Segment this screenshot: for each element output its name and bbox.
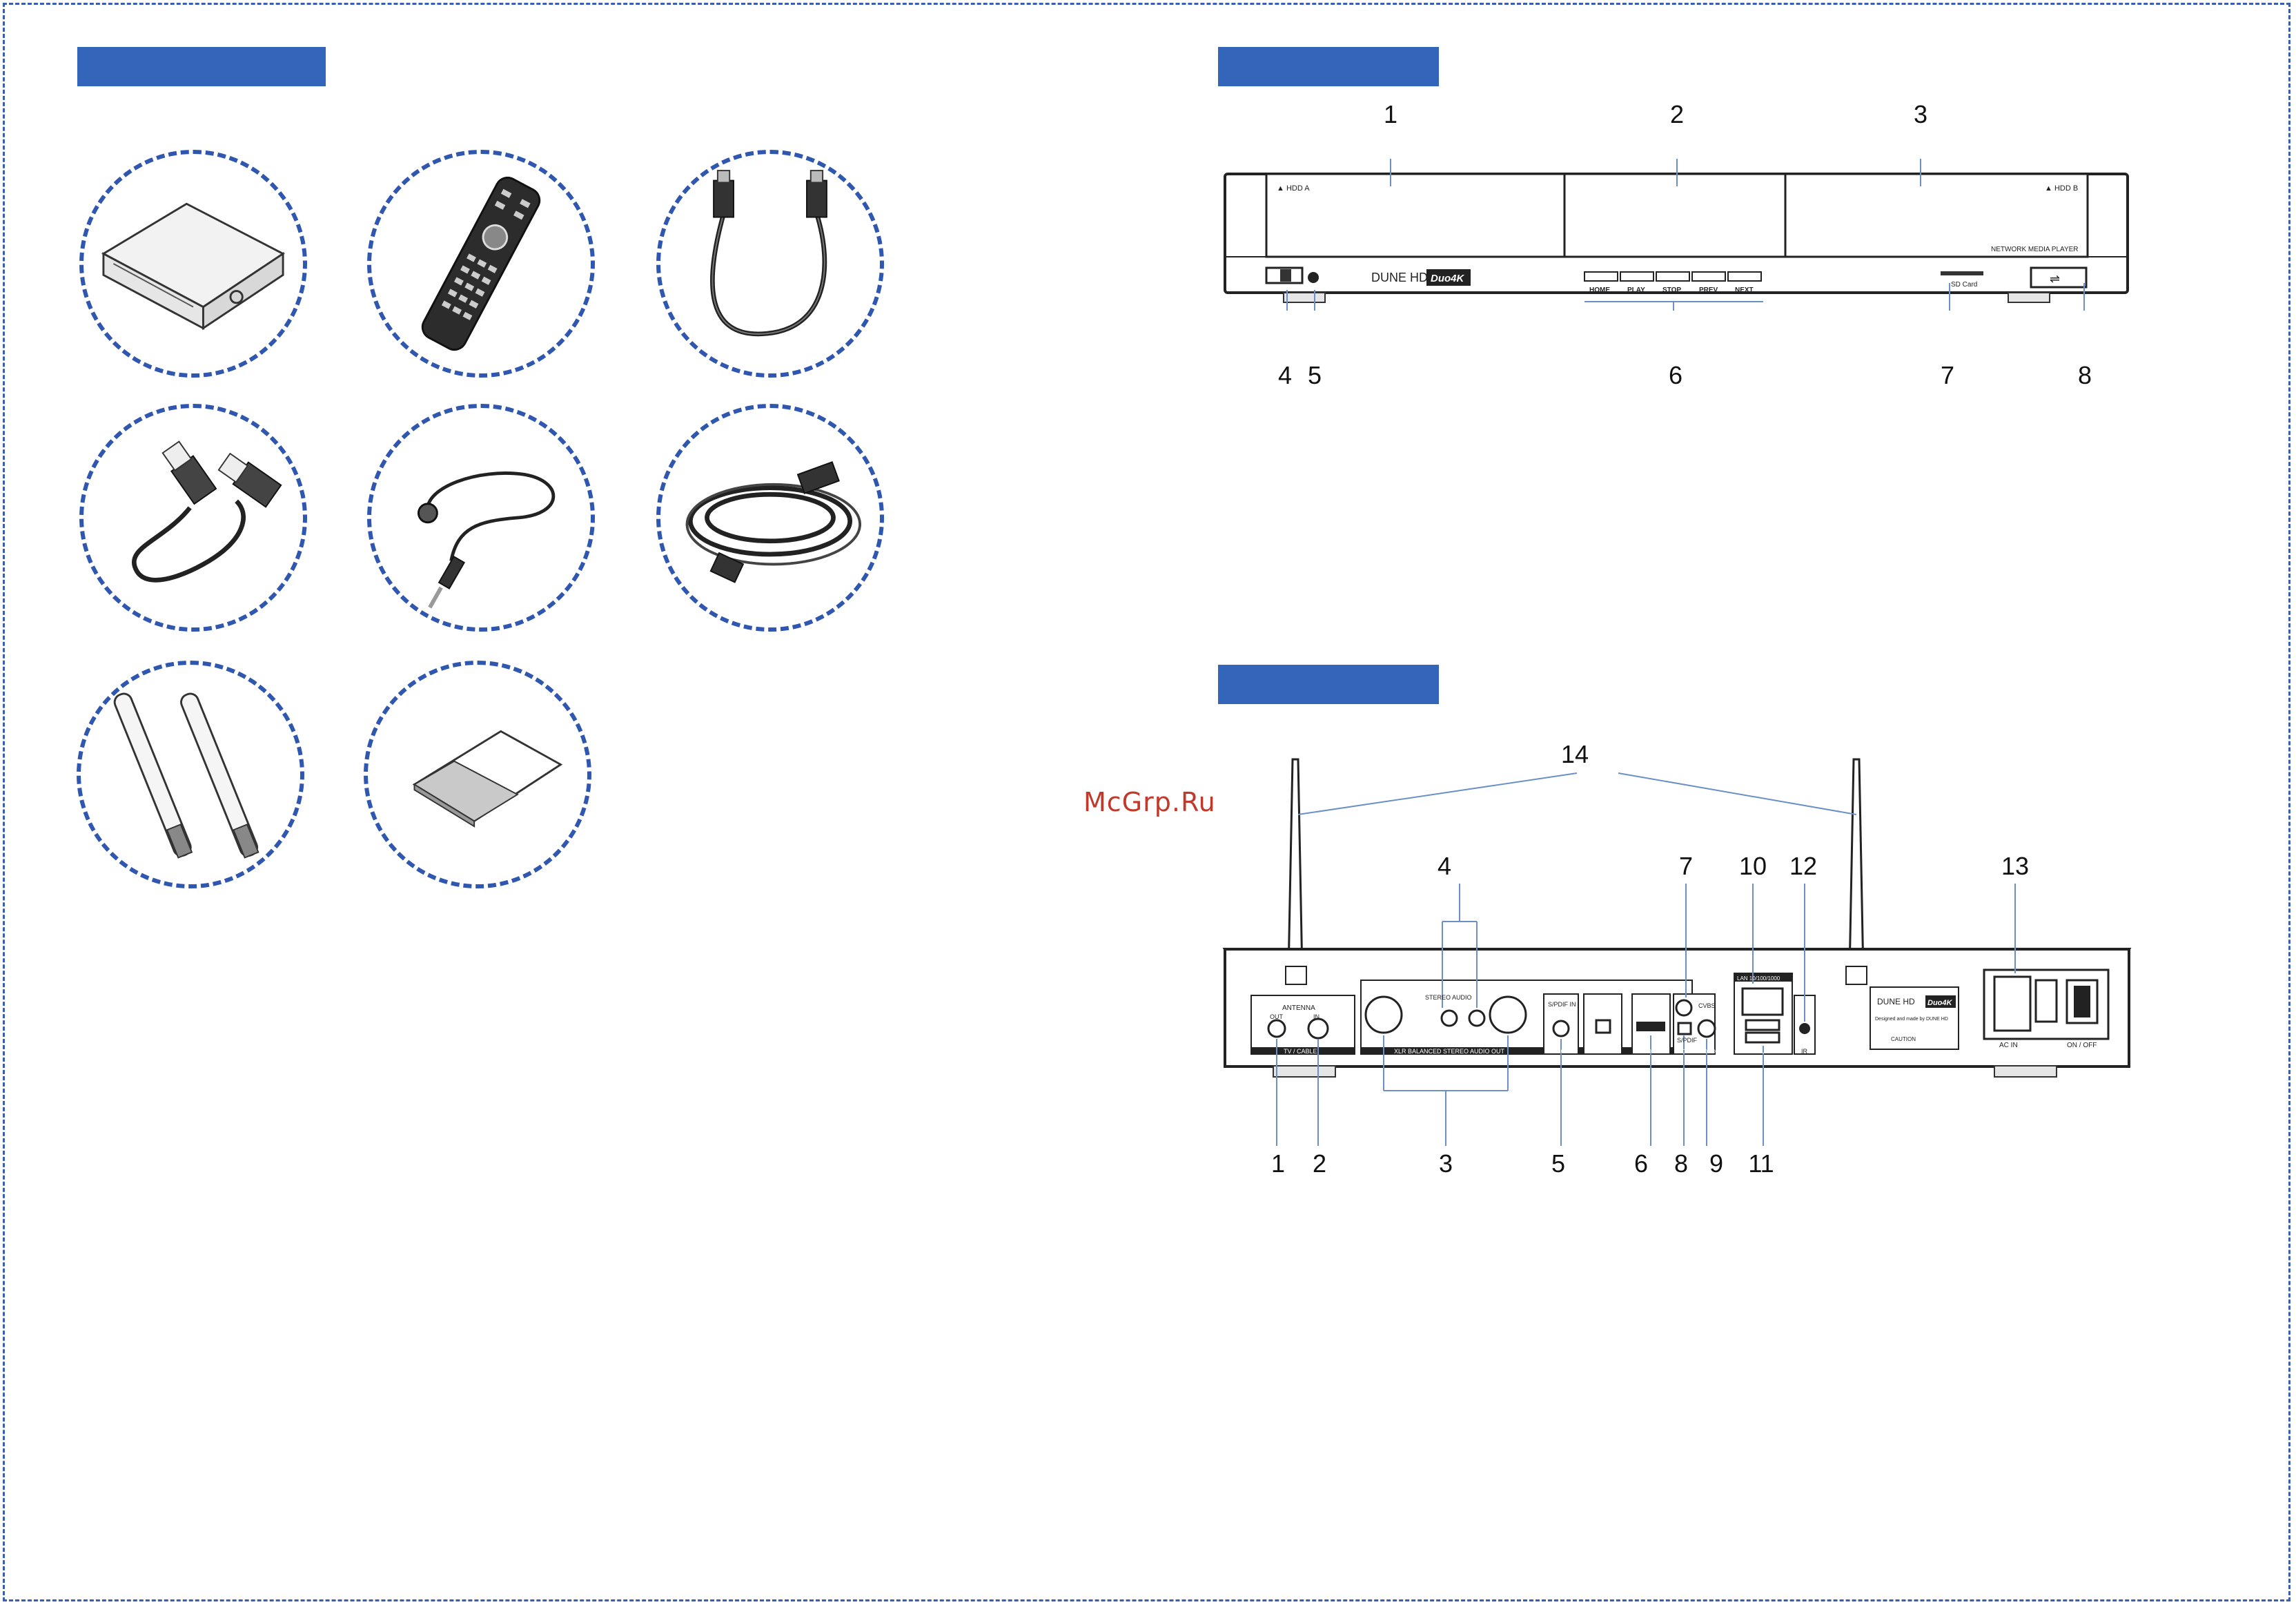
rear-callout-2: 2 [1312, 1149, 1327, 1178]
front-callout-5: 5 [1307, 361, 1322, 389]
ir-extender-cable-icon [417, 471, 556, 609]
front-callout-4: 4 [1277, 361, 1293, 389]
front-button-label-stop: STOP [1662, 286, 1681, 294]
remote-control-icon [421, 176, 541, 351]
front-sd-card-label: SD Card [1951, 281, 1977, 289]
rear-caution-label: CAUTION [1891, 1036, 1916, 1042]
rear-callout-11: 11 [1748, 1149, 1774, 1178]
rear-out-label: OUT [1270, 1013, 1284, 1020]
front-callout-7: 7 [1940, 361, 1955, 389]
rear-callout-3: 3 [1438, 1149, 1453, 1178]
accessory-remote-control [367, 150, 595, 378]
accessory-power-cable [656, 404, 884, 632]
rear-spdif-label: S/PDIF [1677, 1037, 1698, 1044]
accessory-antennas [77, 661, 304, 888]
page-border [3, 3, 2290, 1601]
accessory-ir-extender-cable [367, 404, 595, 632]
front-hdd-a-label: ▲ HDD A [1277, 184, 1310, 193]
rear-usb-label: 2 x USB [1751, 1048, 1774, 1055]
rear-callout-13: 13 [2001, 852, 2030, 880]
accessory-hdmi-cable [656, 150, 884, 378]
front-network-media-player-label: NETWORK MEDIA PLAYER [1991, 246, 2079, 253]
rear-spdif-in-label: S/PDIF IN [1548, 1001, 1576, 1008]
rear-cvbs-label: CVBS [1698, 1002, 1716, 1009]
rear-tv-cable-label: TV / CABLE [1284, 1048, 1317, 1055]
front-hdd-b-label: ▲ HDD B [2045, 184, 2078, 193]
rear-panel-diagram: ANTENNA OUT IN TV / CABLE STEREO AUDIO X… [1222, 758, 2132, 1146]
watermark: McGrp.Ru [1083, 787, 1216, 817]
hdmi-cable-icon [710, 170, 827, 337]
rear-reserved-label: RESERVED [1586, 1048, 1620, 1055]
rear-lan-label: LAN 10/100/1000 [1737, 975, 1780, 982]
accessory-manual [364, 661, 591, 888]
front-button-label-prev: PREV [1699, 286, 1718, 294]
accessory-player-unit [79, 150, 307, 378]
front-brand-label: DUNE HD [1371, 271, 1428, 284]
section-bar-front-panel [1218, 47, 1439, 86]
rear-audio-out-label: AUDIO OUT [1674, 1049, 1705, 1055]
rear-callout-8: 8 [1674, 1149, 1689, 1178]
section-bar-accessories [77, 47, 326, 86]
rear-ir-label: IR [1801, 1048, 1808, 1055]
rear-callout-4: 4 [1437, 852, 1452, 880]
rear-callout-6: 6 [1633, 1149, 1649, 1178]
power-cable-icon [685, 461, 862, 583]
front-model-badge: Duo4K [1431, 273, 1465, 284]
ethernet-cable-icon [131, 440, 282, 583]
manual-booklet-icon [412, 730, 563, 828]
rear-designed-label: Designed and made by DUNE HD [1875, 1017, 1948, 1022]
front-callout-2: 2 [1669, 100, 1685, 128]
rear-stereo-audio-label: STEREO AUDIO [1425, 994, 1472, 1001]
rear-callout-10: 10 [1738, 852, 1767, 880]
rear-callout-9: 9 [1709, 1149, 1724, 1178]
rear-xlr-label: XLR BALANCED STEREO AUDIO OUT [1394, 1048, 1505, 1055]
rear-callout-5: 5 [1551, 1149, 1566, 1178]
antennas-icon [113, 692, 259, 859]
rear-video-label: VIDEO [1698, 1049, 1716, 1055]
player-unit-icon [101, 202, 285, 331]
rear-audio-in-label: AUDIO IN [1546, 1048, 1573, 1055]
rear-callout-12: 12 [1789, 852, 1818, 880]
rear-hdmi-label: HDMI [1642, 1048, 1658, 1055]
rear-ac-in-label: AC IN [1999, 1042, 2018, 1049]
front-button-label-home: HOME [1589, 286, 1610, 294]
front-callout-6: 6 [1668, 361, 1683, 389]
front-usb-icon: ⇌ [2050, 272, 2060, 286]
front-callout-1: 1 [1383, 100, 1398, 128]
front-button-label-play: PLAY [1627, 286, 1645, 294]
rear-callout-7: 7 [1678, 852, 1694, 880]
rear-brand-label: DUNE HD [1877, 997, 1915, 1006]
rear-in-label: IN [1313, 1013, 1319, 1020]
rear-on-off-label: ON / OFF [2067, 1042, 2097, 1049]
front-panel-diagram: ▲ HDD A ▲ HDD B NETWORK MEDIA PLAYER DUN… [1224, 159, 2129, 311]
front-button-label-next: NEXT [1735, 286, 1754, 294]
front-callout-3: 3 [1913, 100, 1928, 128]
section-bar-rear-panel [1218, 665, 1439, 704]
front-callout-8: 8 [2077, 361, 2092, 389]
accessory-ethernet-cable [79, 404, 307, 632]
rear-antenna-label: ANTENNA [1282, 1004, 1315, 1012]
rear-callout-14: 14 [1560, 740, 1589, 768]
rear-model-badge: Duo4K [1927, 999, 1953, 1007]
rear-callout-1: 1 [1270, 1149, 1286, 1178]
